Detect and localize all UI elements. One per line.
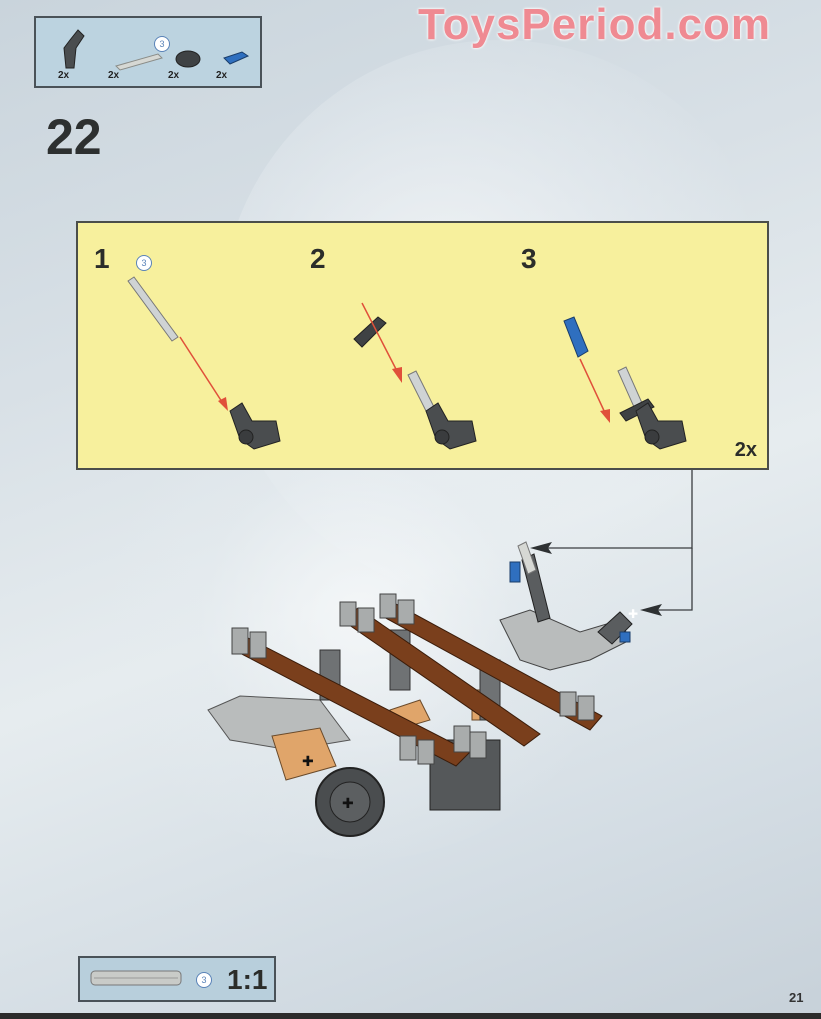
bush-icon [175, 50, 201, 68]
page-number: 21 [789, 990, 804, 1005]
step-number: 22 [46, 109, 102, 165]
length-badge: 3 [136, 255, 152, 271]
angle-connector-icon [229, 402, 281, 450]
axle-pin-icon [563, 316, 589, 358]
part-quantity: 2x [216, 70, 228, 81]
angle-connector-icon [63, 29, 85, 69]
axle-icon [127, 276, 179, 342]
svg-text:✚: ✚ [342, 796, 354, 812]
arrow-icon [579, 358, 610, 423]
axle-icon [115, 53, 163, 71]
multiplier-label: 2x [734, 439, 757, 461]
parts-list: 2x 3 2x 2x 2x [34, 16, 262, 88]
svg-text:✚: ✚ [628, 607, 638, 621]
length-badge: 3 [154, 36, 170, 52]
sub-step-number: 2 [310, 243, 326, 274]
arrow-icon [179, 336, 228, 411]
sub-step-number: 3 [521, 243, 537, 274]
length-badge: 3 [196, 972, 212, 988]
angle-connector-icon [635, 402, 687, 450]
page-edge [0, 1013, 821, 1019]
part-quantity: 2x [168, 70, 180, 81]
part-quantity: 2x [58, 70, 70, 81]
axle-length-gauge [90, 970, 182, 986]
axle-pin-icon [223, 51, 250, 65]
part-quantity: 2x [108, 70, 120, 81]
svg-text:✚: ✚ [302, 754, 314, 770]
watermark: ToysPeriod.com [418, 0, 772, 49]
model-assembly-illustration: ✚ ✚ ✚ [207, 541, 638, 837]
scale-reference: 3 1:1 [78, 956, 276, 1002]
angle-connector-icon [425, 402, 477, 450]
bush-icon [353, 316, 387, 348]
sub-step-number: 1 [94, 243, 110, 274]
sub-assembly-panel: 1 2 3 3 2x [76, 221, 769, 470]
scale-ratio: 1:1 [227, 964, 268, 995]
arrow-icon [361, 302, 402, 383]
